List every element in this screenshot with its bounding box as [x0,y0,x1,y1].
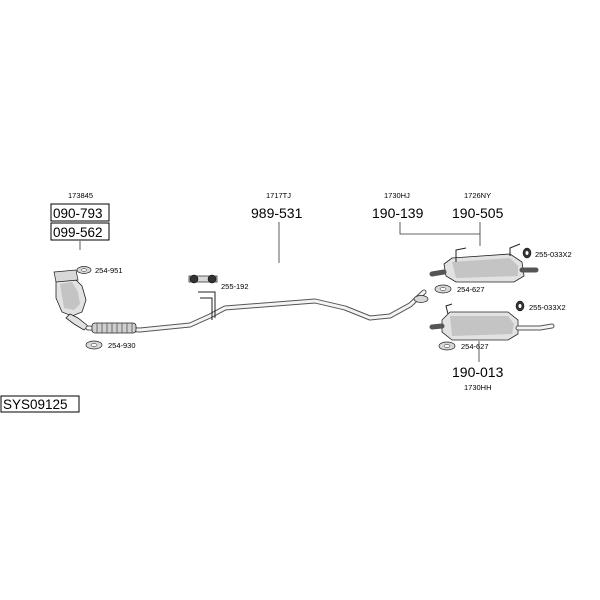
catalytic-converter[interactable] [53,269,89,331]
gasket-label: 254-951 [95,266,123,275]
rubber-mount-label-bottom: 255-033X2 [529,303,566,312]
rear-silencer-bottom-part-number[interactable]: 190-013 [452,364,504,380]
rubber-mount-label-top: 255-033X2 [535,250,572,259]
rubber-mount-icon-bottom[interactable] [515,300,525,312]
center-silencer-part-number[interactable]: 190-139 [372,205,424,221]
front-pipe-oe-ref: 1717TJ [266,191,291,200]
clamp-label-top: 254-627 [457,285,485,294]
rear-silencer-top[interactable] [429,243,539,283]
catalyst-part-number-2[interactable]: 099-562 [53,225,103,240]
flex-pipe[interactable] [91,322,137,334]
rubber-mount-icon-top[interactable] [522,247,532,259]
clamp-icon-top[interactable] [434,284,452,294]
clamp-label: 254-930 [108,341,136,350]
hanger-label: 255-192 [221,282,249,291]
gasket-icon[interactable] [76,266,92,274]
front-pipe[interactable] [85,289,427,333]
hanger-icon[interactable] [188,274,218,320]
rear-silencer-oe-ref: 1726NY [464,191,491,200]
diagram-code-box [0,395,80,413]
rear-silencer-part-number[interactable]: 190-505 [452,205,504,221]
connector-clamp-icon[interactable] [413,295,429,303]
center-silencer-oe-ref: 1730HJ [384,191,410,200]
rear-silencer-bottom-oe-ref: 1730HH [464,383,492,392]
clamp-label-bottom: 254-627 [461,342,489,351]
catalyst-part-number-1[interactable]: 090-793 [53,206,103,221]
silencer-bracket-leader [399,222,481,246]
clamp-icon[interactable] [85,340,103,350]
rear-silencer-bottom[interactable] [429,303,555,341]
diagram-code: SYS09125 [3,397,68,412]
catalyst-part-box-1[interactable] [50,203,110,222]
catalyst-part-box-2[interactable] [50,222,110,241]
clamp-icon-bottom[interactable] [438,341,456,351]
catalyst-oe-ref: 173845 [68,191,93,200]
front-pipe-part-number[interactable]: 989-531 [251,205,303,221]
